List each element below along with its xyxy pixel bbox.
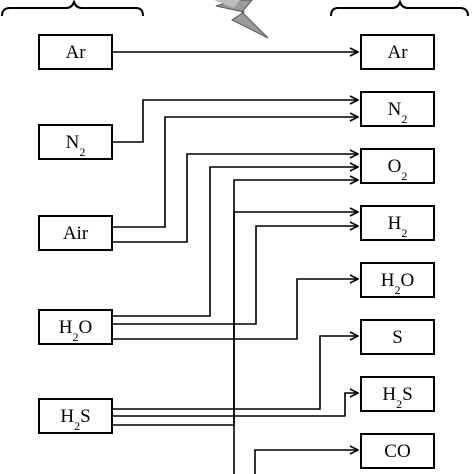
formula-tail: O [400, 269, 415, 291]
formula-subscript: 2 [396, 397, 403, 412]
formula-tail: O [78, 316, 93, 338]
lightning-bolt-icon [214, 0, 269, 39]
input-label-ar: Ar [65, 43, 85, 62]
output-box-h2s: H2S [360, 376, 435, 412]
output-label-h2s: H2S [382, 383, 413, 411]
input-label-h2s: H2S [60, 405, 91, 433]
formula-base: H [60, 405, 75, 427]
formula-subscript: 2 [401, 226, 408, 241]
formula-base: H [380, 269, 395, 291]
output-label-s: S [392, 328, 403, 347]
wire-h2s-to-s [113, 336, 358, 410]
formula-base: S [392, 326, 403, 348]
input-label-air: Air [63, 224, 88, 243]
input-label-h2o: H2O [58, 316, 93, 344]
wire-offpage-to-o2 [233, 180, 358, 474]
formula-subscript: 2 [394, 283, 401, 298]
formula-subscript: 2 [79, 145, 86, 160]
input-box-n2: N2 [38, 124, 113, 160]
output-box-s: S [360, 319, 435, 355]
wire-h2s-to-h2 [113, 212, 358, 426]
formula-base: Air [62, 222, 89, 244]
input-box-ar: Ar [38, 34, 113, 70]
output-box-ar: Ar [360, 34, 435, 70]
right-brace-icon [330, 0, 469, 17]
formula-subscript: 2 [401, 112, 408, 127]
output-label-ar: Ar [387, 43, 407, 62]
formula-base: Ar [65, 41, 86, 63]
wire-h2o-to-h2o [113, 279, 358, 340]
output-label-n2: N2 [387, 98, 408, 126]
wire-h2o-to-h2 [113, 226, 358, 325]
formula-tail: S [402, 383, 413, 405]
formula-base: N [387, 98, 402, 120]
output-box-co: CO [360, 433, 435, 469]
wire-offpage-to-co [254, 450, 358, 474]
output-box-h2: H2 [360, 205, 435, 241]
input-label-n2: N2 [65, 131, 86, 159]
output-label-h2o: H2O [380, 269, 415, 297]
input-box-h2s: H2S [38, 398, 113, 434]
output-label-co: CO [384, 442, 410, 461]
formula-subscript: 2 [72, 330, 79, 345]
wire-n2-to-n2 [113, 100, 358, 143]
output-label-o2: O2 [387, 155, 408, 183]
input-box-air: Air [38, 215, 113, 251]
formula-base: Ar [387, 41, 408, 63]
wire-h2s-to-h2s [113, 393, 358, 417]
formula-subscript: 2 [401, 169, 408, 184]
formula-subscript: 2 [74, 419, 81, 434]
formula-tail: S [80, 405, 91, 427]
output-box-o2: O2 [360, 148, 435, 184]
left-brace-icon [1, 0, 144, 17]
formula-base: H [58, 316, 73, 338]
formula-base: O [387, 155, 402, 177]
output-box-n2: N2 [360, 91, 435, 127]
formula-base: N [65, 131, 80, 153]
formula-base: CO [384, 440, 411, 462]
wire-air-to-o2 [113, 154, 358, 243]
output-label-h2: H2 [387, 212, 408, 240]
input-box-h2o: H2O [38, 309, 113, 345]
formula-base: H [382, 383, 397, 405]
output-box-h2o: H2O [360, 262, 435, 298]
formula-base: H [387, 212, 402, 234]
wire-h2o-to-o2 [113, 167, 358, 317]
wire-air-to-n2 [113, 117, 358, 228]
